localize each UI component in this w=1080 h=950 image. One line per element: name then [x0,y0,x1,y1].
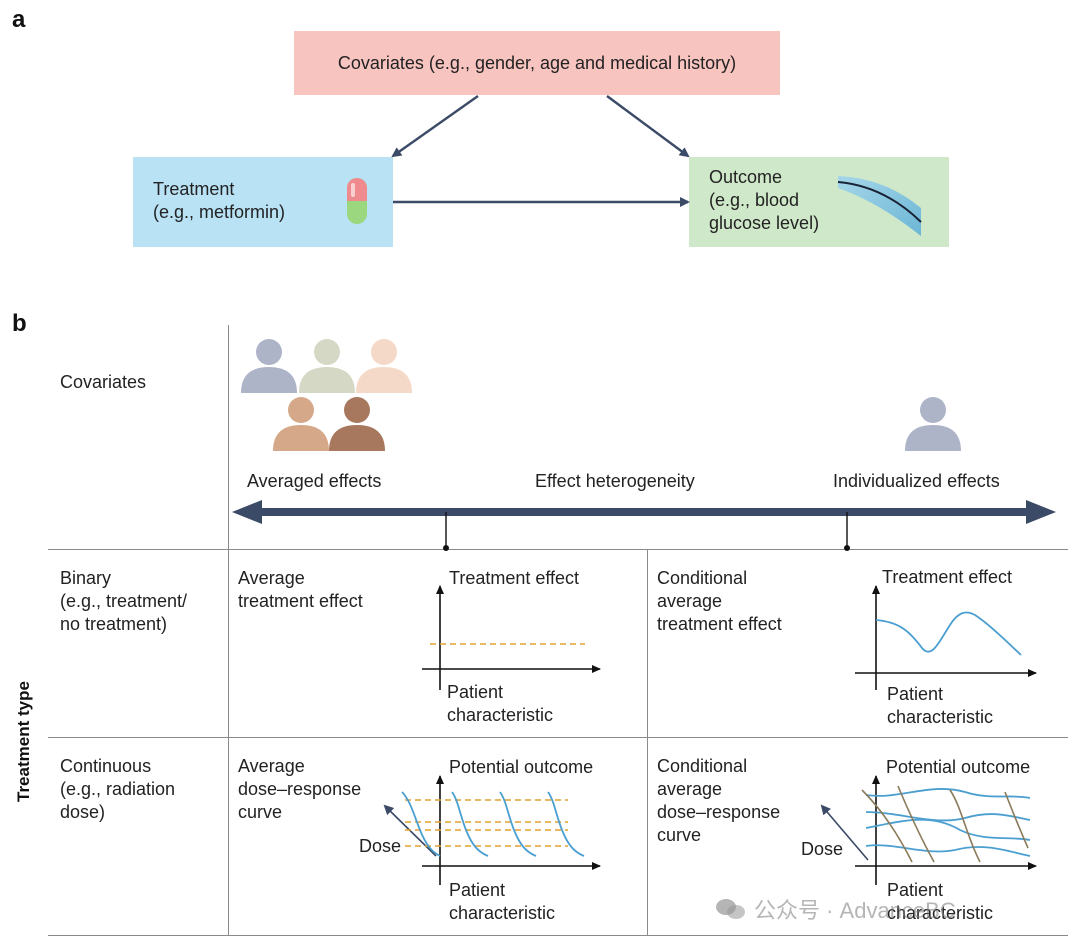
adrc-chart [383,775,601,885]
treatment-box-label: Treatment (e.g., metformin) [153,179,286,222]
adrc-curve [499,791,537,857]
adrc-curve [451,791,489,857]
averaged-effects-label: Averaged effects [247,471,382,491]
adrc-ylabel: Potential outcome [449,757,594,777]
adrc-dose-label: Dose [359,836,402,856]
person-icon [299,339,355,393]
watermark-text: 公众号 · AdvanceBC [754,898,956,923]
glucose-curve-icon [837,176,922,236]
adrc-curve [547,791,585,857]
grid-vertical-middle [647,549,648,935]
effect-heterogeneity-label: Effect heterogeneity [535,471,695,491]
person-icon [273,397,329,451]
outcome-box: Outcome (e.g., blood glucose level) [689,157,949,247]
continuous-row-label: Continuous (e.g., radiation dose) [60,756,176,822]
ate-chart [422,585,601,690]
covariates-row-label: Covariates [60,372,147,392]
pill-icon [347,178,367,224]
cate-chart [855,585,1037,690]
cadrc-curve [865,844,1031,857]
adrc-title: Average dose–response curve [238,756,362,822]
connector-individualized-dot [844,545,850,551]
ate-title: Average treatment effect [238,568,363,611]
cadrc-ylabel: Potential outcome [886,757,1031,777]
panel-a-letter: a [12,6,26,33]
cate-ylabel: Treatment effect [882,567,1013,587]
grid-horizontal-3 [48,935,1068,936]
cadrc-curve [865,811,1031,822]
cadrc-dose-label: Dose [801,839,844,859]
cadrc-chart [820,775,1037,885]
cate-effect-curve [875,611,1022,656]
ate-xlabel: Patient characteristic [447,682,554,725]
cadrc-brown-curve [861,789,913,863]
connector-averaged-dot [443,545,449,551]
binary-row-label: Binary (e.g., treatment/ no treatment) [60,568,188,634]
person-icon [356,339,412,393]
watermark: 公众号 · AdvanceBC [716,893,956,925]
arrow-covariates-to-treatment [391,95,479,158]
outcome-box-label: Outcome (e.g., blood glucose level) [709,167,820,233]
grid-horizontal-1 [48,549,1068,550]
person-icon [241,339,297,393]
cate-xlabel: Patient characteristic [887,684,994,727]
people-group-icon [241,339,412,451]
cadrc-dose-arrow [820,804,869,861]
cadrc-xlabel: Patient characteristic [887,880,994,923]
adrc-dose-arrow [383,804,437,857]
cadrc-brown-curve [1004,791,1029,849]
cadrc-brown-curve [897,785,935,863]
cadrc-title: Conditional average dose–response curve [657,756,781,845]
grid-vertical-left [228,325,229,935]
adrc-curve [401,791,441,857]
cadrc-curve [865,788,1031,799]
panel-b-letter: b [12,310,27,337]
cadrc-curve [865,818,1031,841]
adrc-xlabel: Patient characteristic [449,880,556,923]
covariates-box: Covariates (e.g., gender, age and medica… [294,31,780,95]
arrow-covariates-to-outcome [606,95,690,158]
grid-horizontal-2 [48,737,1068,738]
covariates-box-label: Covariates (e.g., gender, age and medica… [337,52,737,73]
single-person-icon [905,397,961,451]
person-icon [329,397,385,451]
cate-title: Conditional average treatment effect [657,568,782,634]
ate-ylabel: Treatment effect [449,568,580,588]
wechat-icon [716,897,746,921]
cadrc-brown-curve [949,789,981,863]
heterogeneity-scale-arrow [232,500,1056,524]
individualized-effects-label: Individualized effects [833,471,1000,491]
